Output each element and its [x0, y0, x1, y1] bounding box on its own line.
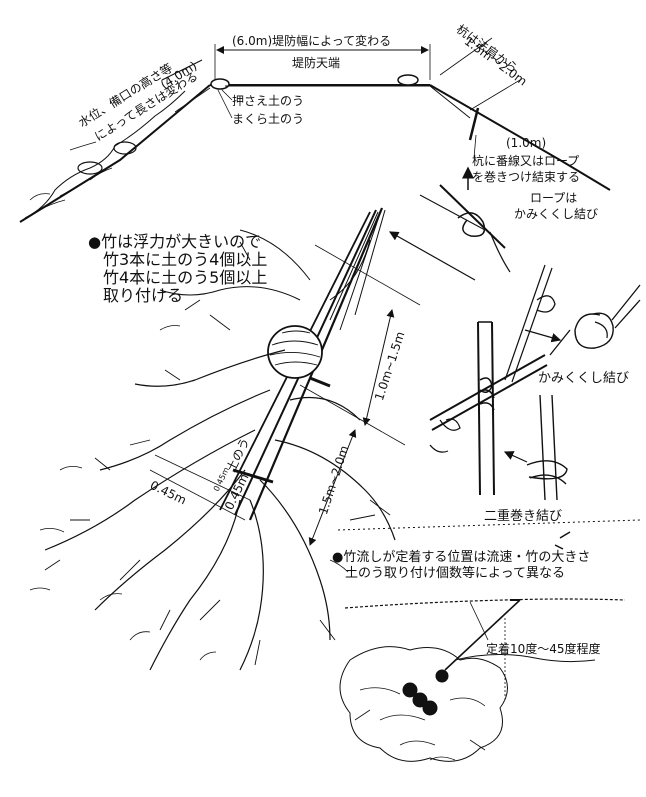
rope-note-1: ロープは: [530, 191, 578, 205]
osae-bag-label: 押さえ土のう: [232, 94, 305, 108]
placement-note-line-1: 竹流しが定着する位置は流速・竹の大きさ: [343, 550, 591, 565]
float-note-line-2: 竹3本に土のう4個以上: [103, 250, 268, 269]
placement-bullet-icon: ●: [332, 550, 344, 565]
float-note-line-3: 竹4本に土のう5個以上: [103, 268, 268, 287]
float-note-line-4: 取り付ける: [103, 286, 184, 305]
stake-depth-label: (1.0m): [506, 136, 547, 150]
float-note-line-1: 竹は浮力が大きいので: [101, 232, 262, 251]
bullet-icon: ●: [88, 233, 102, 251]
rope-note-2: かみくくし結び: [514, 207, 599, 221]
placement-note-line-2: 土のう取り付け個数等によって異なる: [345, 566, 565, 581]
stake-tie-note-2: を巻きつけ結束する: [472, 170, 581, 184]
stake-tie-note-1: 杭に番線又はロープ: [472, 154, 580, 168]
crest-width-label: (6.0m)堤防幅によって変わる: [232, 34, 392, 48]
placement-note: ●竹流しが定着する位置は流速・竹の大きさ 土のう取り付け個数等によって異なる: [332, 550, 590, 582]
crest-label: 堤防天端: [292, 56, 341, 70]
nijumaki-label: 二重巻き結び: [484, 509, 563, 524]
makura-bag-label: まくら土のう: [232, 112, 305, 126]
bamboo-bundle: [29, 207, 421, 671]
float-note: ●竹は浮力が大きいので 竹3本に土のう4個以上 竹4本に土のう5個以上 取り付け…: [88, 233, 267, 305]
kamikukushi-label: かみくくし結び: [538, 371, 630, 386]
placement-sketch: [337, 519, 641, 762]
knot-details: [429, 264, 641, 501]
stake-knot-detail: [388, 166, 511, 281]
embankment-section: [19, 37, 611, 223]
angle-label: 定着10度～45度程度: [486, 642, 601, 656]
